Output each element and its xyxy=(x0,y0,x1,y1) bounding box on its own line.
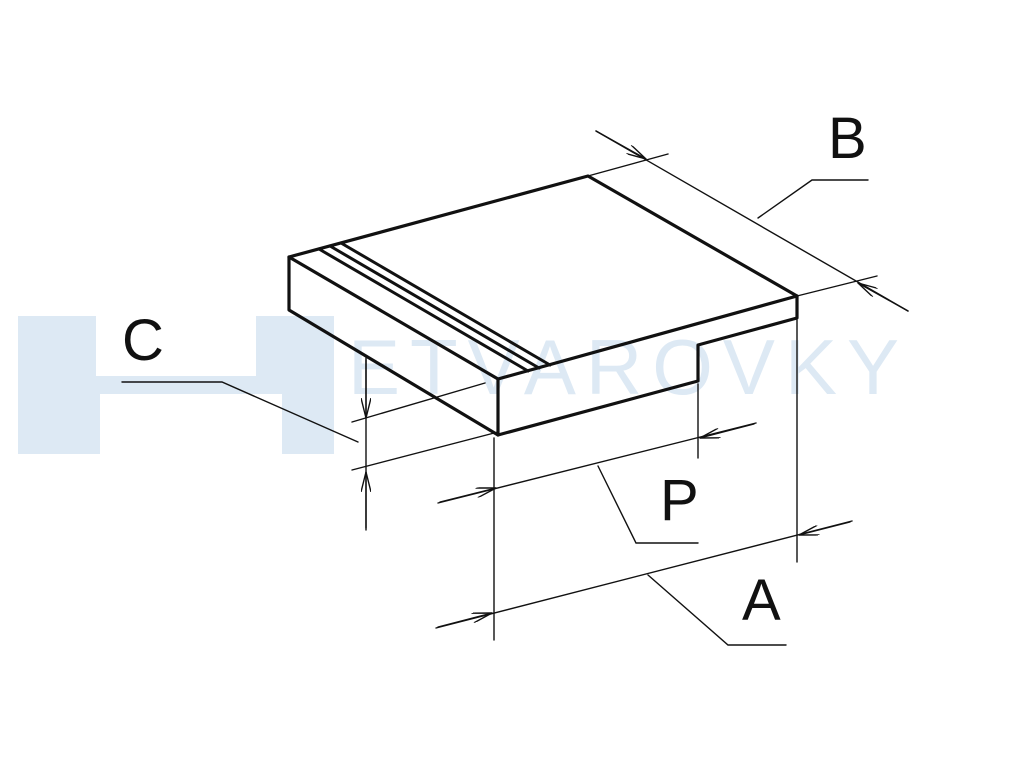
dimension-c xyxy=(121,357,499,531)
watermark-logo-mark xyxy=(18,316,334,454)
anti-slip-grooves xyxy=(317,241,552,373)
leader-b xyxy=(757,179,869,219)
dimension-lines xyxy=(121,130,909,646)
leader-a xyxy=(647,574,787,646)
tread-front-face xyxy=(287,255,500,437)
dimension-b xyxy=(587,130,909,312)
label-c: C xyxy=(122,308,164,373)
watermark-logo: ETVAROVKY xyxy=(18,316,899,454)
label-a: A xyxy=(742,568,781,633)
leader-p xyxy=(597,465,699,544)
dimension-labels: B C P A xyxy=(122,106,867,633)
label-b: B xyxy=(828,106,867,171)
leader-c xyxy=(121,381,359,443)
label-p: P xyxy=(660,468,699,533)
dimension-a xyxy=(435,319,853,646)
dimension-p xyxy=(437,383,757,544)
tread-right-face xyxy=(496,294,799,437)
